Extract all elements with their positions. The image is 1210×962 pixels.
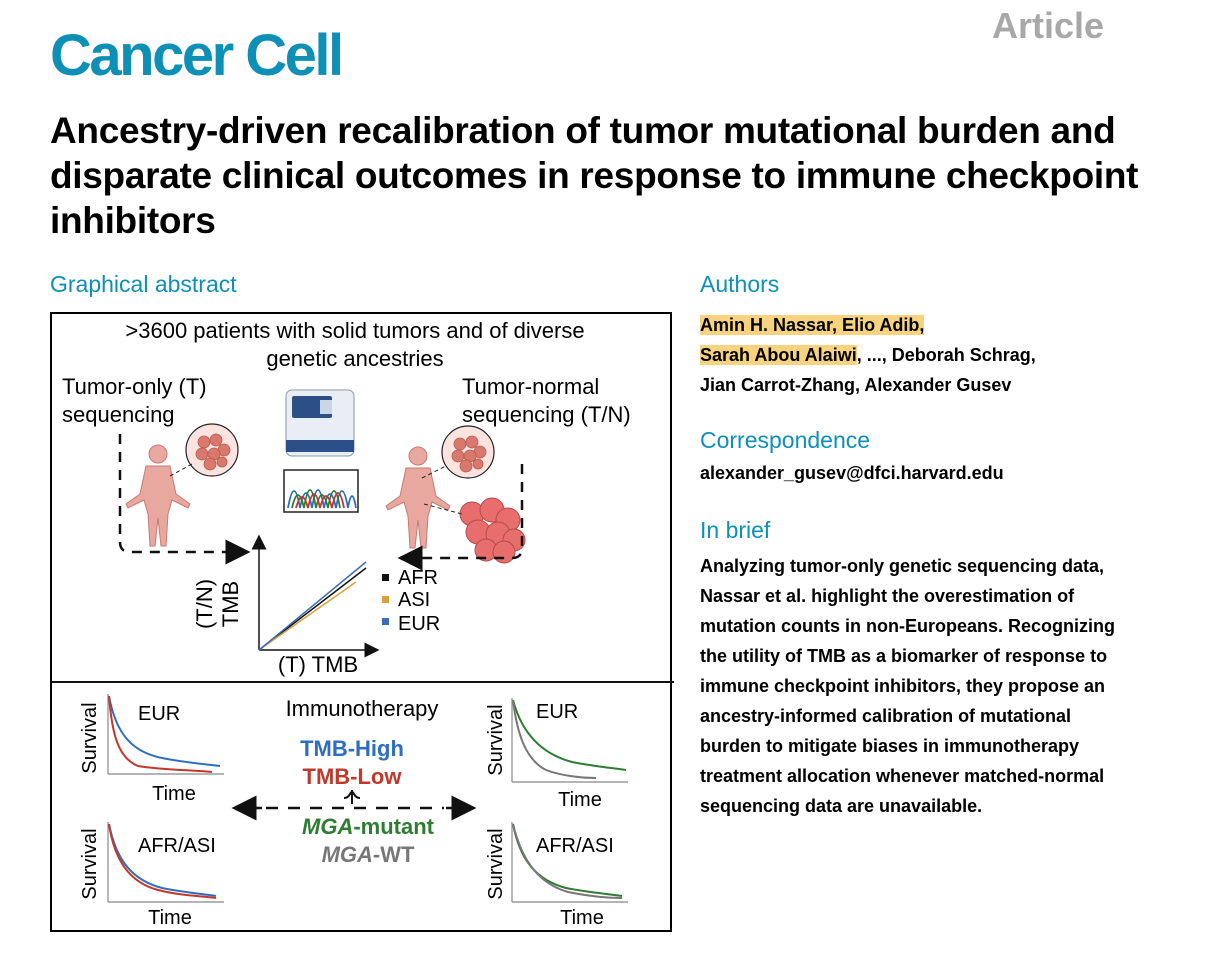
immunotherapy-label: Immunotherapy <box>286 696 439 721</box>
km3-title: EUR <box>536 701 578 723</box>
tmb-line-afr <box>258 567 367 651</box>
km1-ylabel: Survival <box>79 702 101 773</box>
tmb-high-label: TMB-High <box>300 736 404 761</box>
legend-marker-eur <box>382 618 389 625</box>
km4-ylabel: Survival <box>485 828 507 899</box>
km3-ylabel: Survival <box>485 704 507 775</box>
authors-heading: Authors <box>700 271 780 297</box>
km1-title: EUR <box>138 703 180 725</box>
km1-xlabel: Time <box>152 783 196 805</box>
authors-line3: Jian Carrot-Zhang, Alexander Gusev <box>700 375 1012 395</box>
human-figure-left-icon <box>125 444 191 547</box>
authors-list: Amin H. Nassar, Elio Adib, Sarah Abou Al… <box>700 310 1180 400</box>
in-brief-text: Analyzing tumor-only genetic sequencing … <box>700 556 1115 816</box>
correspondence-email[interactable]: alexander_gusev@dfci.harvard.edu <box>700 463 1004 483</box>
article-type-label: Article <box>991 5 1104 46</box>
tumor-normal-label-line2: sequencing (T/N) <box>462 402 631 427</box>
tumor-only-label-line2: sequencing <box>62 402 175 427</box>
tmb-line-asi <box>258 581 357 651</box>
tumor-only-label-line1: Tumor-only (T) <box>62 374 207 399</box>
authors-rest: , ..., Deborah Schrag, <box>856 345 1036 365</box>
normal-cells-icon <box>459 497 526 564</box>
legend-asi: ASI <box>398 589 430 611</box>
km-panel-eur-mga: Survival Time EUR <box>485 698 628 811</box>
sequencer-icon <box>283 389 359 513</box>
author-highlight-2: Sarah Abou Alaiwi <box>700 345 857 365</box>
legend-marker-asi <box>382 596 389 603</box>
graphical-abstract-figure: >3600 patients with solid tumors and of … <box>50 312 674 932</box>
in-brief-heading: In brief <box>700 517 771 543</box>
legend-marker-afr <box>382 574 389 581</box>
journal-name: Cancer Cell <box>50 23 344 88</box>
tmb-line-eur <box>258 561 367 651</box>
km-panel-afrasi-mga: Survival Time AFR/ASI <box>485 822 628 929</box>
legend-eur: EUR <box>398 613 440 635</box>
km2-xlabel: Time <box>148 907 192 929</box>
km2-title: AFR/ASI <box>138 835 216 857</box>
tmb-plot-xlabel: (T) TMB <box>278 652 358 677</box>
mga-wt-label: MGA-WT <box>322 842 415 867</box>
km-panel-afrasi-tmb: Survival Time AFR/ASI <box>79 822 224 929</box>
legend-afr: AFR <box>398 567 438 589</box>
mga-mutant-label: MGA-mutant <box>302 814 435 839</box>
cohort-text-line2: genetic ancestries <box>266 346 443 371</box>
km4-title: AFR/ASI <box>536 835 614 857</box>
tmb-plot-ylabel-2: TMB <box>218 581 243 627</box>
correspondence-heading: Correspondence <box>700 427 871 453</box>
km2-ylabel: Survival <box>79 828 101 899</box>
cohort-text-line1: >3600 patients with solid tumors and of … <box>125 318 584 343</box>
human-figure-right-icon <box>385 446 451 549</box>
tumor-normal-label-line1: Tumor-normal <box>462 374 599 399</box>
km4-xlabel: Time <box>560 907 604 929</box>
tmb-plot-ylabel-1: (T/N) <box>192 579 217 629</box>
tmb-low-label: TMB-Low <box>303 764 403 789</box>
km3-xlabel: Time <box>558 789 602 811</box>
author-highlight-1: Amin H. Nassar, Elio Adib, <box>700 315 925 335</box>
km-panel-eur-tmb: Survival Time EUR <box>79 694 224 805</box>
graphical-abstract-heading: Graphical abstract <box>50 271 237 297</box>
paper-title: Ancestry-driven recalibration of tumor m… <box>50 110 1139 241</box>
